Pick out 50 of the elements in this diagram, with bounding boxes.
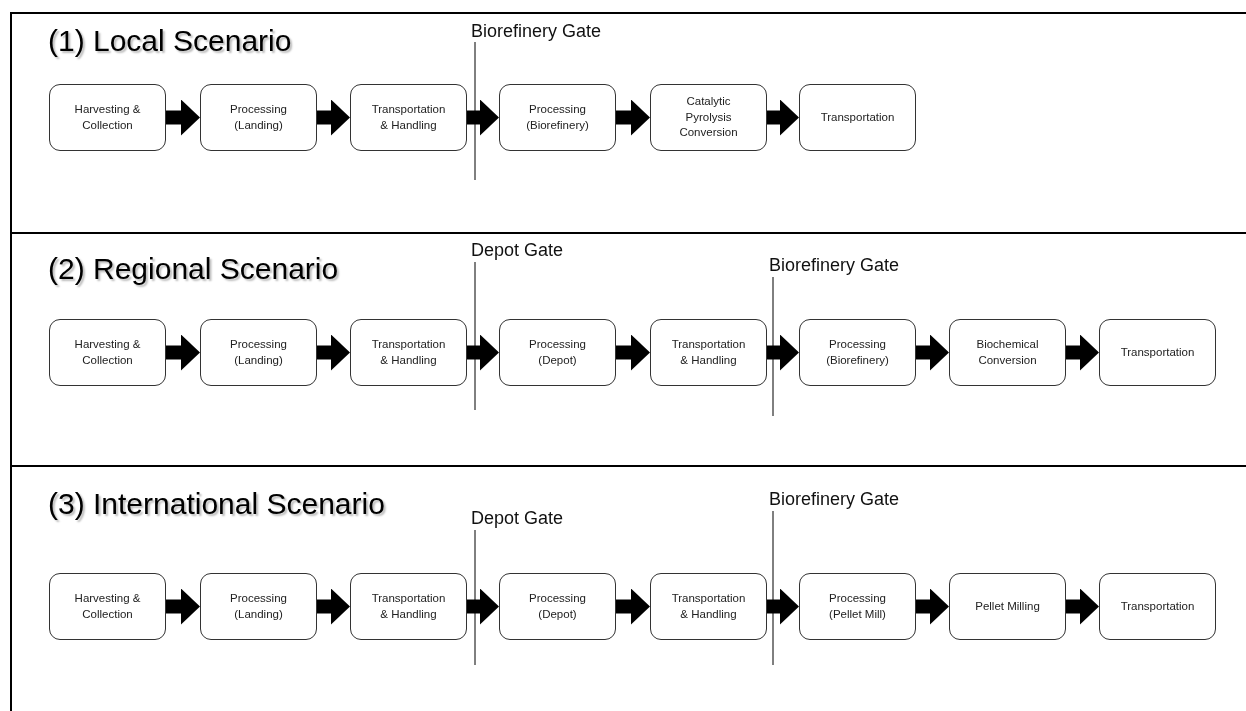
gate-label: Depot Gate <box>471 508 564 529</box>
block-arrow <box>767 588 799 625</box>
gate-label: Biorefinery Gate <box>769 255 900 276</box>
process-box: Transportation & Handling <box>350 573 467 640</box>
block-arrow <box>916 334 949 371</box>
block-arrow <box>467 334 499 371</box>
block-arrow <box>166 334 200 371</box>
block-arrow <box>916 588 949 625</box>
block-arrow <box>317 334 350 371</box>
process-box: Transportation & Handling <box>650 573 767 640</box>
block-arrow <box>616 588 650 625</box>
gate-label: Biorefinery Gate <box>471 21 602 42</box>
scenario-heading: (3) International Scenario <box>48 487 385 521</box>
block-arrow <box>616 99 650 136</box>
block-arrow <box>767 99 799 136</box>
process-box: Harvesting & Collection <box>49 319 166 386</box>
process-box: Transportation <box>1099 573 1216 640</box>
block-arrow <box>467 588 499 625</box>
block-arrow <box>166 99 200 136</box>
process-box: Processing (Depot) <box>499 319 616 386</box>
process-box: Processing (Depot) <box>499 573 616 640</box>
process-box: Processing (Landing) <box>200 573 317 640</box>
process-box: Transportation & Handling <box>350 319 467 386</box>
process-box: Transportation <box>1099 319 1216 386</box>
process-box: Transportation & Handling <box>650 319 767 386</box>
block-arrow <box>1066 588 1099 625</box>
process-box: Transportation <box>799 84 916 151</box>
block-arrow <box>317 588 350 625</box>
process-box: Catalytic Pyrolysis Conversion <box>650 84 767 151</box>
process-box: Processing (Biorefinery) <box>799 319 916 386</box>
process-box: Processing (Pellet Mill) <box>799 573 916 640</box>
process-box: Pellet Milling <box>949 573 1066 640</box>
scenario-heading: (1) Local Scenario <box>48 24 292 58</box>
gate-label: Depot Gate <box>471 240 564 261</box>
scenario-panel <box>10 12 1246 234</box>
block-arrow <box>1066 334 1099 371</box>
block-arrow <box>767 334 799 371</box>
process-box: Harvesting & Collection <box>49 573 166 640</box>
process-box: Processing (Biorefinery) <box>499 84 616 151</box>
scenario-heading: (2) Regional Scenario <box>48 252 339 286</box>
process-box: Processing (Landing) <box>200 84 317 151</box>
process-box: Transportation & Handling <box>350 84 467 151</box>
block-arrow <box>467 99 499 136</box>
process-box: Processing (Landing) <box>200 319 317 386</box>
block-arrow <box>317 99 350 136</box>
process-box: Biochemical Conversion <box>949 319 1066 386</box>
block-arrow <box>166 588 200 625</box>
gate-label: Biorefinery Gate <box>769 489 900 510</box>
process-box: Harvesting & Collection <box>49 84 166 151</box>
block-arrow <box>616 334 650 371</box>
